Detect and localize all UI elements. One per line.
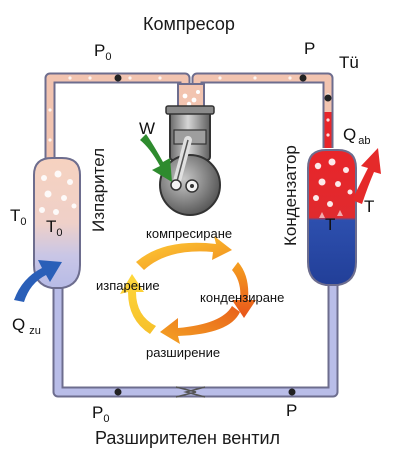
compressor-title: Компресор — [143, 14, 235, 34]
label-p-bottom: P — [286, 401, 297, 420]
discharge-pipe — [191, 72, 334, 148]
condenser-label: Кондензатор — [281, 145, 300, 246]
cycle-label-condense: кондензиране — [200, 290, 284, 305]
cycle-arrow-top-icon — [136, 236, 232, 270]
cycle-arrows — [120, 236, 256, 344]
work-label: W — [139, 119, 155, 138]
expansion-valve-title: Разширителен вентил — [95, 428, 280, 448]
point-p0-top — [114, 74, 122, 82]
cycle-label-compress: компресиране — [146, 226, 232, 241]
pressure-points — [114, 74, 332, 396]
condenser-temp-inner: T — [325, 215, 335, 234]
label-p-top: P — [304, 39, 315, 58]
point-tu — [324, 94, 332, 102]
label-tu: Tü — [339, 53, 359, 72]
label-p0-bottom: P0 — [92, 403, 109, 425]
liquid-pipe — [52, 278, 339, 398]
condenser-temp-outer: T — [364, 197, 374, 216]
cycle-arrow-right-icon — [232, 262, 256, 318]
point-p-bottom — [288, 388, 296, 396]
point-p-top — [299, 74, 307, 82]
heat-in-arrow-icon — [14, 260, 62, 302]
cycle-arrow-bottom-icon — [160, 306, 240, 344]
suction-pipe — [44, 72, 191, 168]
expansion-valve — [175, 386, 206, 398]
point-p0-bottom — [114, 388, 122, 396]
work-arrow-icon — [140, 134, 172, 182]
cycle-label-expand: разширение — [146, 345, 220, 360]
evaporator-temp-inner: T0 — [46, 217, 63, 239]
label-p0-top: P0 — [94, 41, 111, 63]
cycle-label-evaporate: изпарение — [96, 278, 160, 293]
evaporator-vessel — [33, 157, 81, 289]
evaporator-label: Изпарител — [89, 148, 108, 232]
heat-out-arrow-icon — [352, 148, 381, 204]
compressor — [159, 105, 221, 216]
condenser-vessel — [307, 149, 357, 286]
cycle-arrow-left-icon — [120, 274, 156, 334]
evaporator-temp-outer: T0 — [10, 206, 27, 228]
